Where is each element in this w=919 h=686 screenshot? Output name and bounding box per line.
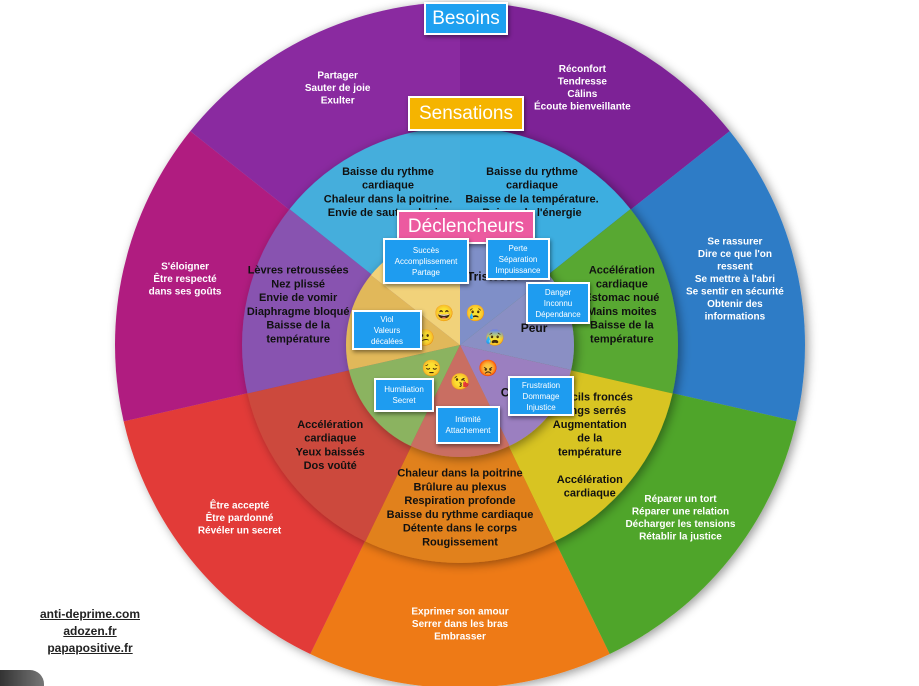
trigger-text: Dépendance <box>535 309 581 319</box>
trigger-text: Danger <box>544 287 572 297</box>
trigger-box-amour: Intimité Attachement <box>436 406 500 444</box>
trigger-text: Viol <box>380 314 394 324</box>
besoins-label: Besoins <box>424 2 508 35</box>
trigger-box-colere: Frustration Dommage Injustice <box>508 376 574 416</box>
emotion-name-peur: Peur <box>521 321 548 335</box>
trigger-text: Succès <box>412 245 440 255</box>
trigger-box-degout: Viol Valeurs décalées <box>352 310 422 350</box>
source-links: anti-deprime.com adozen.fr papapositive.… <box>20 606 160 657</box>
link-adozen[interactable]: adozen.fr <box>63 624 117 638</box>
emoji-icon-honte: 😔 <box>422 359 442 377</box>
emoji-icon-peur: 😰 <box>485 329 505 347</box>
link-anti-deprime[interactable]: anti-deprime.com <box>39 607 141 621</box>
trigger-text: Impuissance <box>495 265 541 275</box>
emoji-icon-colère: 😡 <box>478 359 498 377</box>
sensations-label: Sensations <box>408 96 524 131</box>
trigger-text: Inconnu <box>543 298 573 308</box>
trigger-text: Injustice <box>526 402 556 412</box>
trigger-text: Humiliation <box>384 385 424 394</box>
trigger-text: Valeurs <box>373 325 401 335</box>
trigger-box-joie: Succès Accomplissement Partage <box>383 238 469 284</box>
trigger-text: Attachement <box>445 426 491 435</box>
emoji-icon-amour: 😘 <box>450 373 470 391</box>
emoji-icon-tristesse: 😢 <box>466 305 486 323</box>
trigger-text: décalées <box>370 336 404 346</box>
trigger-text: Frustration <box>521 380 561 390</box>
link-papapositive[interactable]: papapositive.fr <box>47 641 133 655</box>
trigger-box-peur: Danger Inconnu Dépendance <box>526 282 590 324</box>
trigger-text: Secret <box>392 396 416 405</box>
trigger-text: Intimité <box>455 415 481 424</box>
trigger-text: Séparation <box>498 254 538 264</box>
trigger-box-tristesse: Perte Séparation Impuissance <box>486 238 550 280</box>
emoji-icon-joie: 😄 <box>434 305 454 323</box>
trigger-text: Dommage <box>522 391 560 401</box>
corner-widget <box>0 670 44 686</box>
trigger-text: Accomplissement <box>394 256 458 266</box>
trigger-text: Perte <box>508 243 528 253</box>
trigger-box-honte: Humiliation Secret <box>374 378 434 412</box>
trigger-text: Partage <box>411 267 441 277</box>
